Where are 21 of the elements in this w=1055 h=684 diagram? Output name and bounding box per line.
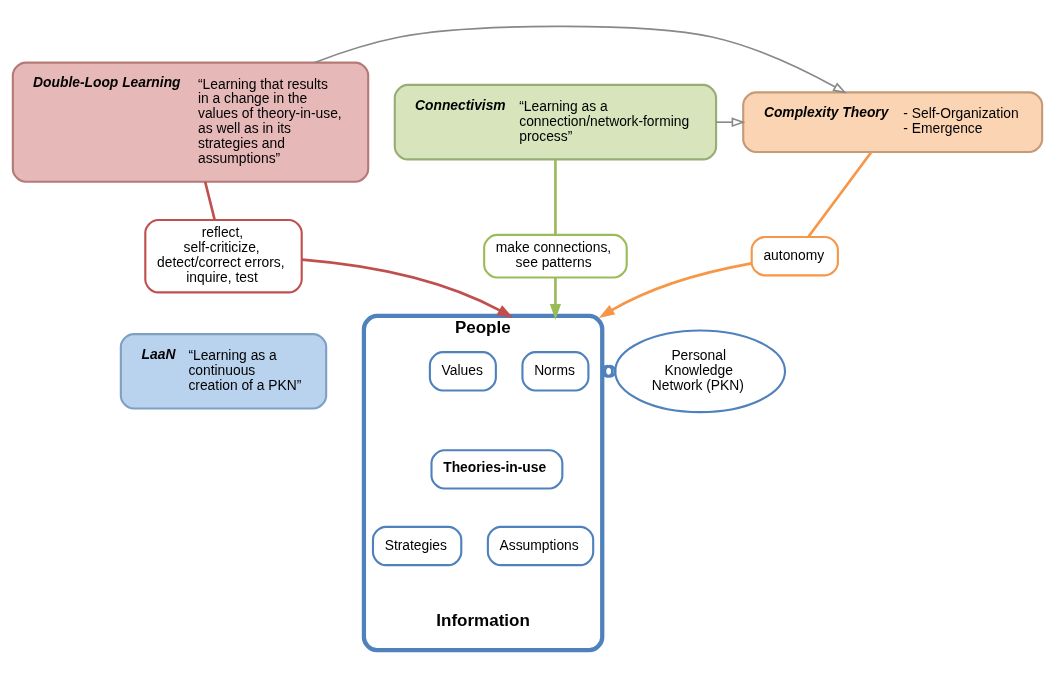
node-box: Assumptions <box>486 525 595 566</box>
node-box: Connectivism “Learning as a connection/network-forming process” <box>393 83 718 160</box>
node-box: make connections, see patterns <box>483 233 628 279</box>
node-box: reflect, self-criticize, detect/correct errors, inquire, test <box>144 218 303 293</box>
arrow <box>598 261 752 318</box>
arrow <box>313 25 847 93</box>
arrow <box>301 257 514 318</box>
node-box: LaaN “Learning as a continuous creation of a PKN” <box>119 332 328 410</box>
node-box: autonomy <box>750 235 839 276</box>
node-ellipse: Personal Knowledge Network (PKN) <box>614 328 787 413</box>
node-box: Strategies <box>371 525 463 566</box>
connector <box>554 159 557 235</box>
arrow <box>715 116 746 127</box>
node-box: Double-Loop Learning “Learning that results in a change in the values of theory-in-use, as well as in its strategies and assumptions” <box>11 61 370 183</box>
connector <box>203 181 216 220</box>
arrow <box>549 277 562 320</box>
node-box: Norms <box>521 350 590 392</box>
node-box: Values <box>428 350 497 392</box>
connector <box>807 150 873 238</box>
node-box: Theories-in-use <box>430 448 564 490</box>
node-box: Complexity Theory - Self-Organization - Emergence <box>742 90 1044 153</box>
